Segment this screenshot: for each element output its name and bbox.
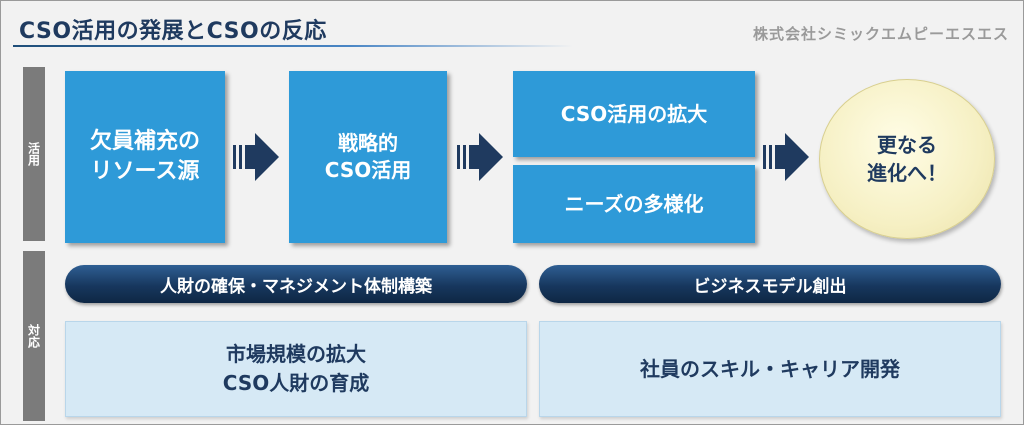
right-arrow-icon <box>233 133 279 181</box>
company-name: 株式会社シミックエムピーエスエス <box>752 25 1009 43</box>
page-title: CSO活用の発展とCSOの反応 <box>19 19 327 44</box>
flow-step-resource-source: 欠員補充の リソース源 <box>65 71 225 243</box>
right-arrow-icon <box>457 133 503 181</box>
flow-step-needs-diversification: ニーズの多様化 <box>513 165 755 243</box>
sidebar-label-response: 対応 <box>23 251 45 421</box>
sidebar-label-utilization: 活用 <box>23 67 45 241</box>
flow-step-cso-expansion: CSO活用の拡大 <box>513 71 755 157</box>
flow-step-strategic-cso: 戦略的 CSO活用 <box>289 71 447 243</box>
response-header-business-model: ビジネスモデル創出 <box>539 265 1001 303</box>
response-body-market-talent: 市場規模の拡大 CSO人財の育成 <box>65 321 527 417</box>
response-body-skill-career: 社員のスキル・キャリア開発 <box>539 321 1001 417</box>
response-header-talent-management: 人財の確保・マネジメント体制構築 <box>65 265 527 303</box>
title-underline <box>13 45 573 47</box>
goal-circle-further-evolution: 更なる 進化へ！ <box>819 79 995 239</box>
right-arrow-icon <box>763 133 809 181</box>
